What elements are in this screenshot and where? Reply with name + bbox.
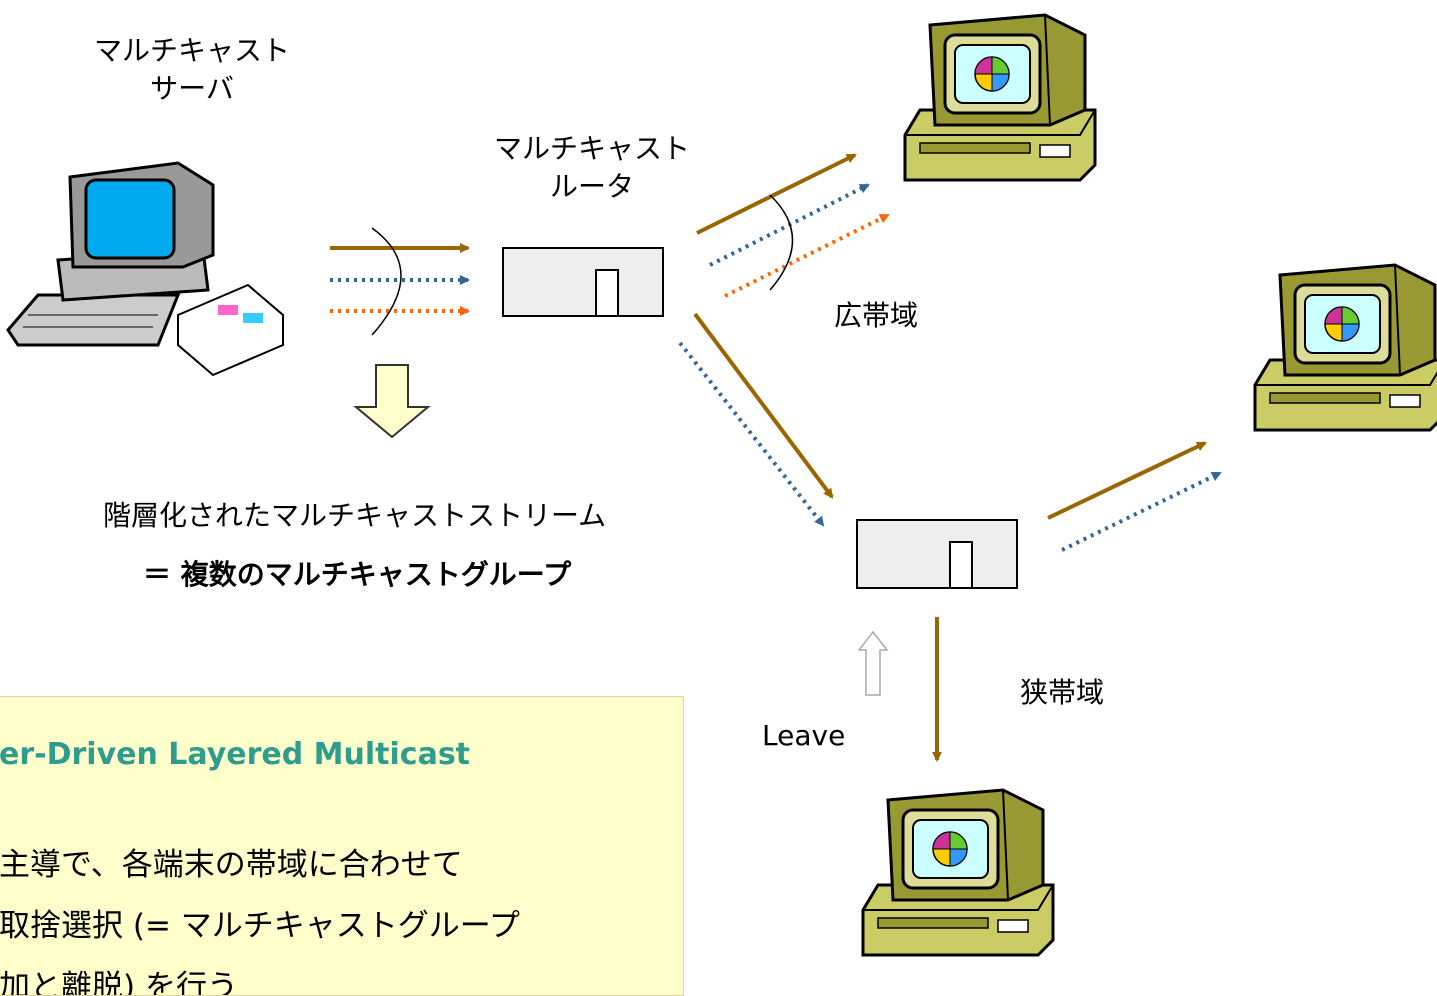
- client-computer-icon: [1253, 263, 1437, 432]
- hollow-up-arrow-icon: [857, 630, 889, 696]
- router-box-icon: [856, 519, 1018, 589]
- note-title: er-Driven Layered Multicast: [0, 737, 471, 772]
- wide-band-label: 広帯域: [834, 299, 919, 332]
- router2-client-arrows: [1047, 441, 1222, 552]
- client-computer-icon: [861, 788, 1055, 957]
- router-link-arrows: [678, 312, 834, 527]
- wideband-arrows: [696, 153, 890, 298]
- server-computer-icon: [6, 161, 284, 377]
- note-line-3: 加と離脱) を行う: [0, 969, 238, 996]
- narrow-band-label: 狭帯域: [1020, 676, 1105, 709]
- router-label-line2: ルータ: [549, 170, 634, 203]
- router-box-icon: [502, 247, 664, 317]
- stream-label-line1: 階層化されたマルチキャストストリーム: [103, 499, 607, 532]
- router-label: マルチキャスト ルータ: [477, 130, 707, 206]
- note-line-1: 主導で、各端末の帯域に合わせて: [0, 847, 463, 883]
- note-box: er-Driven Layered Multicast 主導で、各端末の帯域に合…: [0, 696, 684, 996]
- note-line-2: 取捨選択 (= マルチキャストグループ: [0, 908, 520, 944]
- server-label-line1: マルチキャスト: [93, 34, 290, 67]
- server-label-line2: サーバ: [150, 72, 234, 105]
- leave-label: Leave: [762, 719, 846, 752]
- hollow-down-arrow-icon: [353, 364, 431, 439]
- server-stream-arrows: [330, 227, 470, 336]
- client-computer-icon: [903, 13, 1097, 182]
- server-label: マルチキャスト サーバ: [92, 32, 292, 108]
- stream-label-line2: ＝ 複数のマルチキャストグループ: [143, 558, 572, 591]
- router-label-line1: マルチキャスト: [493, 132, 690, 165]
